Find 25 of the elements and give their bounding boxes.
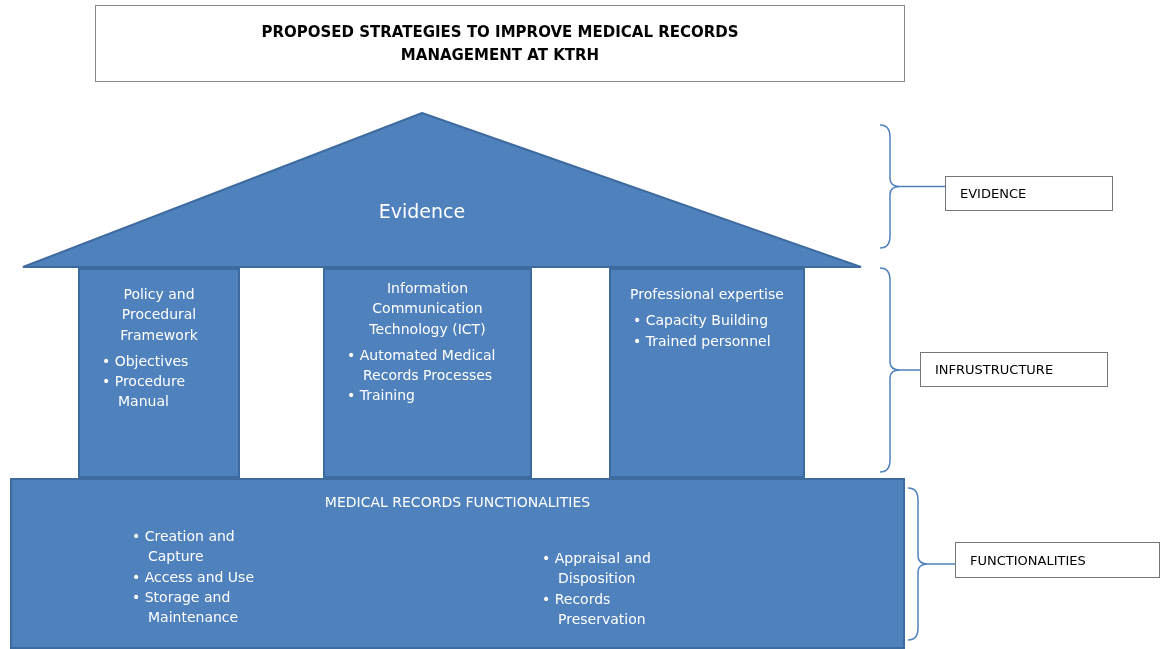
bullet-item: • Access and Use: [132, 567, 256, 587]
pillar-block: [323, 268, 532, 478]
bullet-item: • Appraisal and Disposition: [542, 549, 652, 589]
roof-triangle: [22, 112, 862, 268]
bullet-item: • Training: [347, 386, 416, 406]
foundation-block: [10, 478, 905, 649]
bullet-item: • Records Preservation: [542, 589, 647, 629]
bullet-item: • Trained personnel: [633, 331, 772, 351]
title-box: PROPOSED STRATEGIES TO IMPROVE MEDICAL RECORDS MANAGEMENT AT KTRH: [95, 5, 905, 82]
label-box: EVIDENCE: [945, 176, 1113, 211]
roof-label: Evidence: [377, 200, 467, 222]
label-box: FUNCTIONALITIES: [955, 542, 1160, 578]
heading: MEDICAL RECORDS FUNCTIONALITIES: [323, 493, 592, 512]
heading: Policy and Procedural Framework: [119, 285, 199, 345]
pillar-block: [609, 268, 805, 478]
bullet-item: • Automated Medical Records Processes: [347, 345, 497, 386]
bullet-item: • Storage and Maintenance: [132, 587, 240, 628]
pillar-block: [78, 268, 240, 478]
bullet-item: • Procedure Manual: [102, 372, 187, 412]
heading: Professional expertise: [629, 285, 785, 304]
label-box: INFRUSTRUCTURE: [920, 352, 1108, 387]
heading: Information Communication Technology (ICT): [368, 279, 487, 339]
bullet-item: • Capacity Building: [633, 311, 770, 331]
bullet-item: • Objectives: [102, 351, 190, 371]
bullet-item: • Creation and Capture: [132, 527, 236, 567]
